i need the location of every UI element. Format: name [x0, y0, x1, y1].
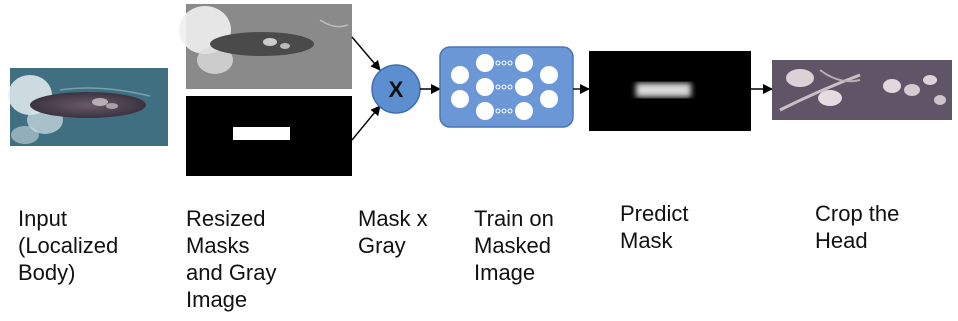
input-whale-image	[8, 68, 168, 146]
binary-mask-image	[186, 96, 352, 176]
arrow-gray-to-multiply	[351, 36, 381, 71]
arrow-mask-to-multiply	[351, 105, 381, 141]
predicted-mask-image	[589, 51, 751, 131]
stage-label-multiply: Mask x Gray	[358, 206, 428, 258]
multiply-symbol: X	[389, 77, 404, 102]
stage-label-train: Train on Masked Image	[474, 206, 554, 285]
stage-label-predict: Predict Mask	[620, 201, 689, 253]
cropped-head-image	[772, 60, 952, 120]
stage-label-input: Input (Localized Body)	[18, 206, 119, 285]
stage-label-resized: Resized Masks and Gray Image	[186, 206, 277, 312]
gray-whale-image	[179, 4, 352, 89]
neural-network-icon	[439, 46, 574, 128]
stage-label-crop: Crop the Head	[815, 201, 900, 253]
